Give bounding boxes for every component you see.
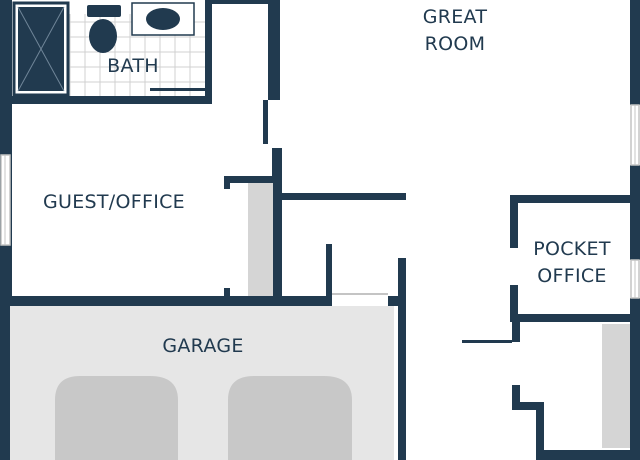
wall-central-door-jamb bbox=[263, 100, 268, 144]
great-room-label-line1: GREAT bbox=[423, 6, 488, 28]
wall-lower-right-post bbox=[536, 402, 544, 460]
wall-stub-hall bbox=[326, 244, 332, 300]
wall-right-upper bbox=[630, 0, 640, 105]
wall-central-upper bbox=[268, 0, 280, 100]
vehicle-left bbox=[55, 376, 178, 460]
wall-corridor-stub bbox=[462, 340, 512, 343]
wall-central-lower bbox=[272, 148, 282, 300]
windows bbox=[0, 104, 640, 299]
wall-pocket-left bbox=[510, 195, 518, 248]
guest-office-label: GUEST/OFFICE bbox=[43, 191, 185, 213]
wall-lower-right-shelf bbox=[512, 402, 544, 410]
wall-lower-right-bottom bbox=[544, 450, 640, 460]
wall-hall-top bbox=[280, 193, 406, 200]
wall-lower-right-top bbox=[512, 316, 520, 342]
shower bbox=[12, 1, 70, 97]
wall-guest-closet-left-lower bbox=[224, 288, 230, 300]
wall-pocket-left-lower bbox=[510, 285, 518, 322]
toilet bbox=[87, 5, 121, 53]
guest-closet bbox=[248, 183, 273, 296]
wall-left-bath bbox=[0, 0, 12, 100]
wall-garage-top-right bbox=[388, 296, 406, 306]
wall-bath-right bbox=[205, 0, 212, 104]
wall-pocket-top bbox=[510, 195, 640, 203]
pocket-office-label-line2: OFFICE bbox=[537, 265, 607, 287]
wall-guest-closet-top bbox=[224, 176, 274, 183]
great-room-label-line2: ROOM bbox=[425, 33, 486, 55]
vehicle-right bbox=[228, 376, 352, 460]
wall-bath-bottom bbox=[0, 96, 212, 104]
bath-label: BATH bbox=[107, 55, 159, 77]
bath-sink bbox=[131, 2, 195, 36]
wall-hall-right bbox=[398, 258, 406, 460]
wall-right-lower bbox=[630, 298, 640, 460]
wall-garage-left bbox=[0, 300, 10, 460]
wall-lower-right-left bbox=[512, 385, 520, 410]
wall-guest-closet-left bbox=[224, 176, 230, 189]
bath-threshold bbox=[150, 88, 205, 91]
wall-pocket-bottom bbox=[510, 314, 640, 322]
pocket-office-label-line1: POCKET bbox=[533, 238, 611, 260]
wall-guest-bottom bbox=[0, 296, 332, 306]
garage-label: GARAGE bbox=[162, 335, 243, 357]
lower-right-closet bbox=[602, 324, 630, 448]
wall-bath-top-right bbox=[205, 0, 275, 4]
wall-right-mid bbox=[630, 165, 640, 260]
